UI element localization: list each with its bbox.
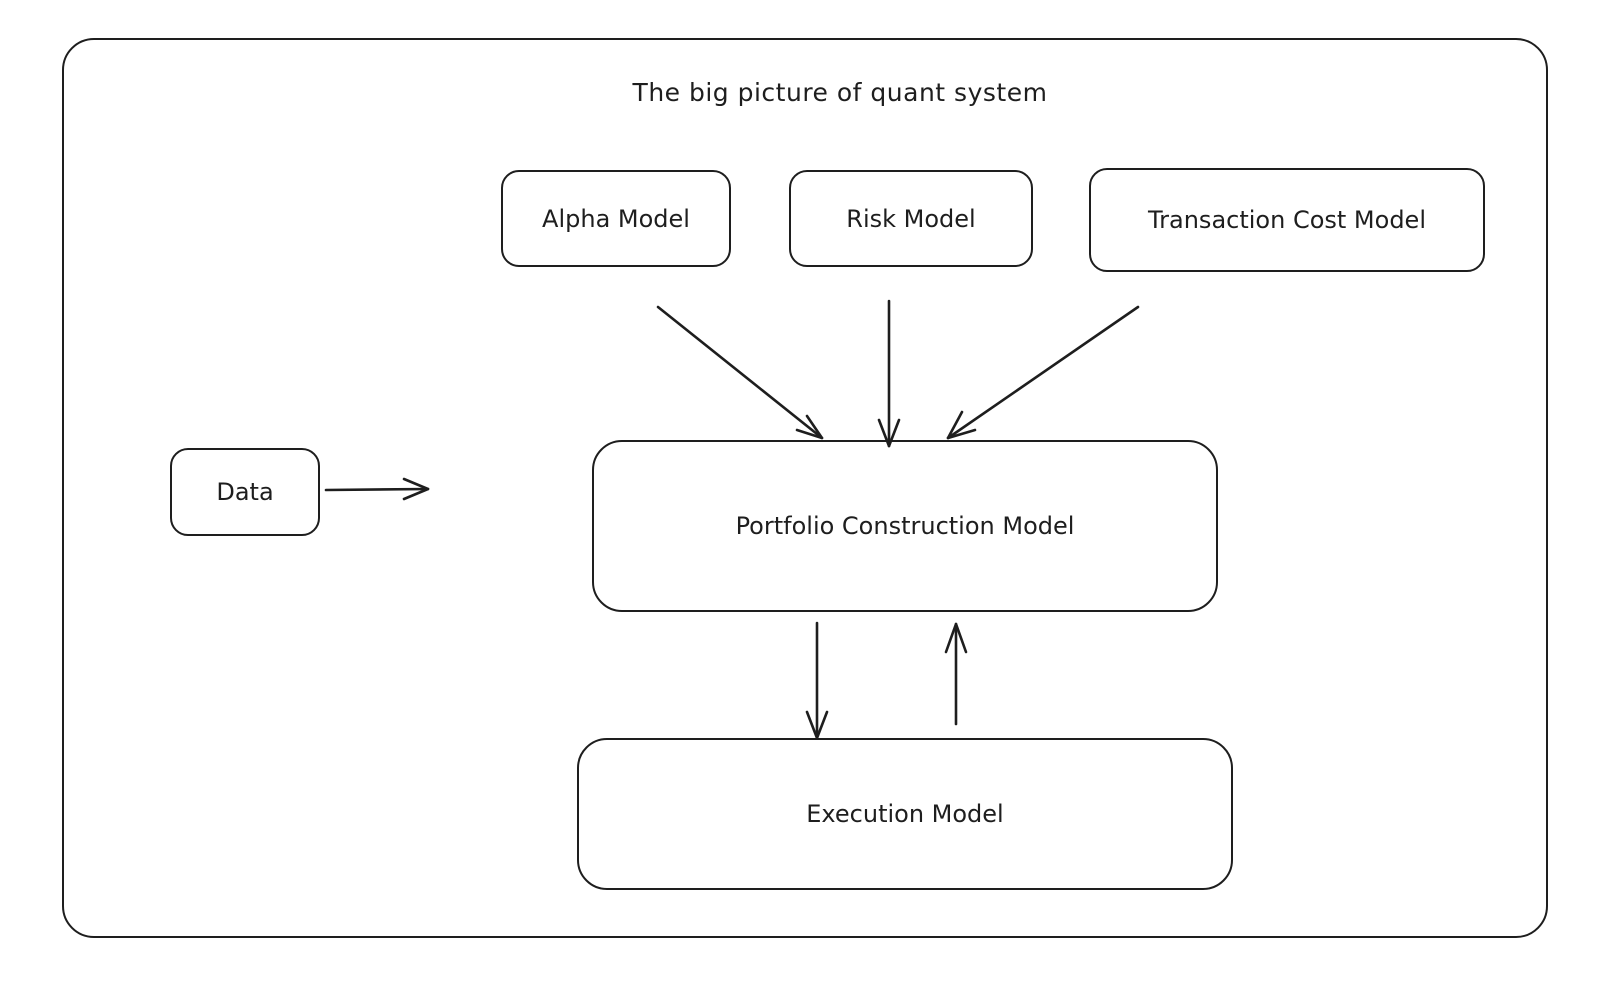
alpha-model-node[interactable]: Alpha Model xyxy=(501,170,731,267)
diagram-title: The big picture of quant system xyxy=(632,78,1048,107)
risk-model-node[interactable]: Risk Model xyxy=(789,170,1033,267)
transaction-cost-model-node[interactable]: Transaction Cost Model xyxy=(1089,168,1485,272)
execution-model-node[interactable]: Execution Model xyxy=(577,738,1233,890)
data-node[interactable]: Data xyxy=(170,448,320,536)
portfolio-construction-model-node[interactable]: Portfolio Construction Model xyxy=(592,440,1218,612)
diagram-frame xyxy=(62,38,1548,938)
